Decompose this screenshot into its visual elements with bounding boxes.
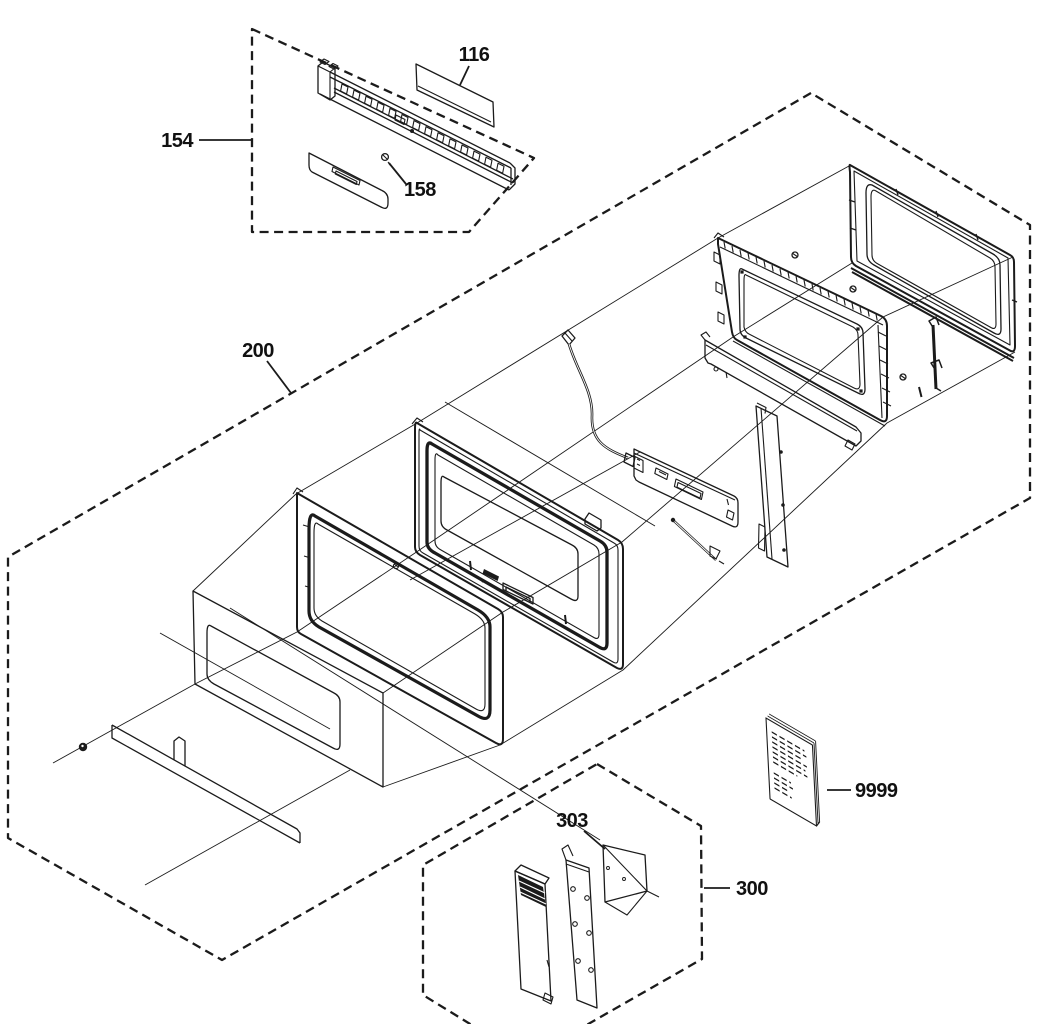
part-retainer-dot <box>78 742 88 752</box>
callout-158-leader <box>388 162 407 185</box>
callout-158: 158 <box>388 162 437 201</box>
callout-116-label: 116 <box>459 44 490 66</box>
callout-200-leader <box>266 360 292 394</box>
part-literature-booklet <box>765 713 821 827</box>
callout-116: 116 <box>459 44 490 86</box>
part-door-gasket-frame <box>292 487 504 746</box>
callout-9999: 9999 <box>827 780 898 802</box>
part-actuator-rod <box>670 517 725 565</box>
part-door-glass <box>192 590 384 788</box>
part-mounting-bracket <box>561 844 598 1009</box>
part-bottom-bar <box>111 724 301 844</box>
callout-9999-label: 9999 <box>855 780 898 802</box>
part-inner-door-panel <box>713 232 923 427</box>
part-display-window-116 <box>415 63 495 128</box>
callout-154: 154 <box>161 130 251 152</box>
part-barrier-panel <box>755 402 789 568</box>
callout-300-label: 300 <box>736 878 768 900</box>
part-door-cable <box>561 329 636 468</box>
part-rear-door-frame <box>848 163 1018 362</box>
callout-303-leader <box>583 830 606 850</box>
callout-200: 200 <box>242 340 292 394</box>
part-control-panel-bar <box>317 58 516 191</box>
callout-300: 300 <box>704 878 769 900</box>
callout-116-leader <box>459 65 470 86</box>
part-door-trim-bar <box>700 331 862 451</box>
part-front-door-frame <box>411 417 624 670</box>
part-door-latch <box>928 316 943 392</box>
region-154-boundary <box>250 27 536 234</box>
part-vent-grille-panel <box>514 864 554 1005</box>
callout-154-label: 154 <box>161 130 194 152</box>
callout-303: 303 <box>556 810 606 850</box>
part-shelf-panel <box>308 152 389 209</box>
callout-200-label: 200 <box>242 340 274 362</box>
part-duct-303 <box>602 844 660 916</box>
region-200-boundary <box>6 91 1032 962</box>
callout-158-label: 158 <box>404 179 436 201</box>
part-switch-plate <box>633 448 739 528</box>
region-300-boundary <box>421 762 704 1024</box>
callout-303-label: 303 <box>556 810 588 832</box>
